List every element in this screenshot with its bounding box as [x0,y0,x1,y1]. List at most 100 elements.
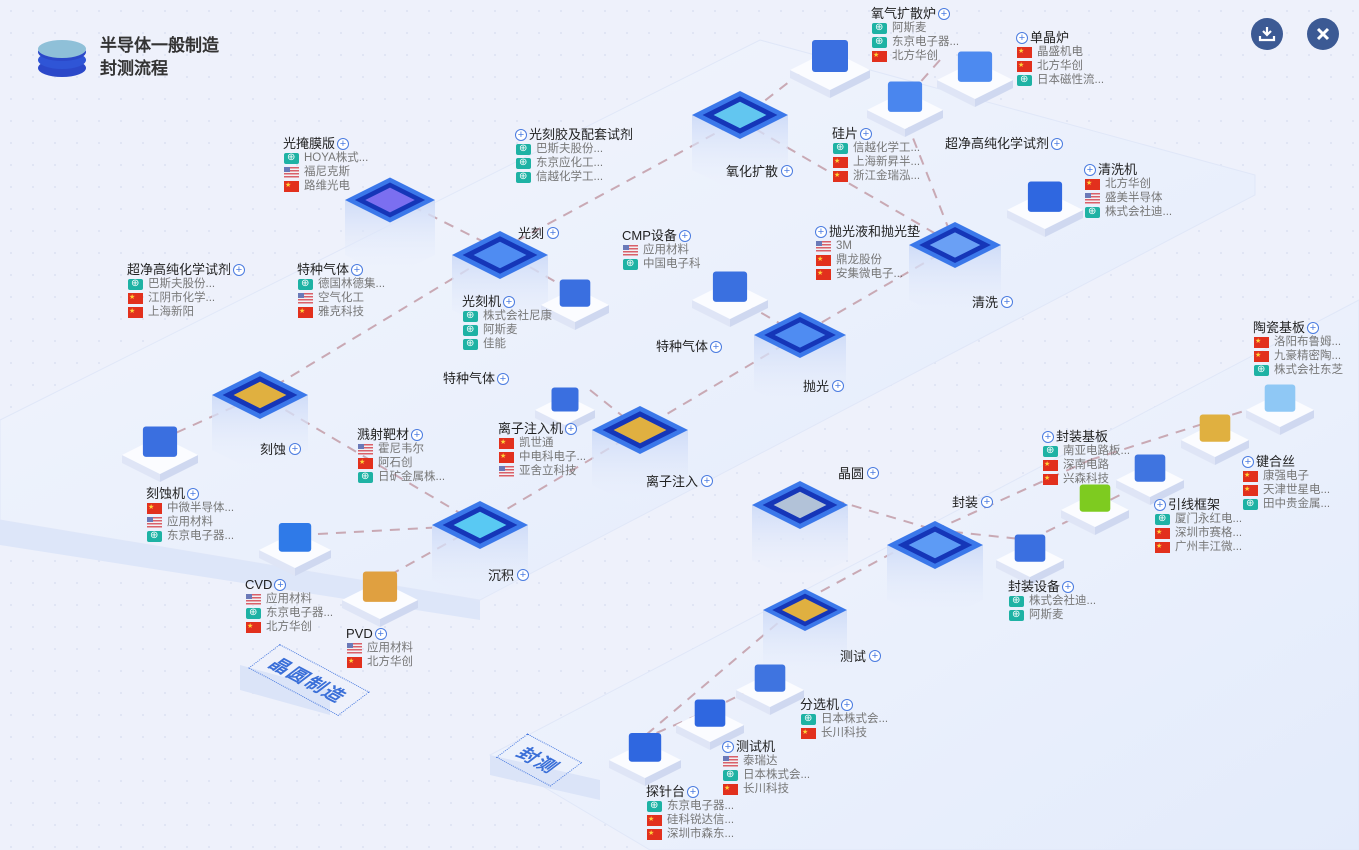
supplier-item[interactable]: 日本株式会... [723,768,810,782]
plus-circle-icon[interactable]: + [841,698,854,711]
supplier-item[interactable]: 东京电子器... [246,606,333,620]
supplier-item[interactable]: 九豪精密陶... [1254,349,1343,363]
plus-circle-icon[interactable]: + [722,740,734,753]
supplier-item[interactable]: 南亚电路板... [1043,444,1130,458]
process-cleaning[interactable]: 清洗+ [972,292,1014,311]
supplier-item[interactable]: 硅科锐达信... [647,813,734,827]
group-title[interactable]: 探针台+ [646,784,734,799]
supplier-item[interactable]: 东京电子器... [872,35,959,49]
supplier-item[interactable]: 阿石创 [358,456,445,470]
process-packaging[interactable]: 封装+ [952,492,994,511]
supplier-item[interactable]: 株式会社迪... [1085,205,1172,219]
supplier-item[interactable]: 中微半导体... [147,501,234,515]
plus-circle-icon[interactable]: + [1154,498,1166,511]
group-title[interactable]: 超净高纯化学试剂+ [945,136,1064,151]
download-button[interactable] [1251,18,1283,50]
plus-circle-icon[interactable]: + [374,627,387,640]
supplier-item[interactable]: 空气化工 [298,291,385,305]
supplier-item[interactable]: 上海新昇半... [833,155,920,169]
group-title[interactable]: 溅射靶材+ [357,427,445,442]
supplier-item[interactable]: 北方华创 [246,620,333,634]
group-title[interactable]: +单晶炉 [1016,30,1104,45]
plus-circle-icon[interactable]: + [687,785,700,798]
plus-circle-icon[interactable]: + [832,379,845,392]
supplier-item[interactable]: 北方华创 [1085,177,1172,191]
supplier-item[interactable]: 东京电子器... [147,529,234,543]
group-title[interactable]: +光刻胶及配套试剂 [515,127,633,142]
plus-circle-icon[interactable]: + [1062,580,1075,593]
supplier-item[interactable]: 上海新阳 [128,305,245,319]
supplier-item[interactable]: 亚舍立科技 [499,464,586,478]
supplier-item[interactable]: 信越化学工... [833,141,920,155]
plus-circle-icon[interactable]: + [497,372,510,385]
plus-circle-icon[interactable]: + [678,229,691,242]
supplier-item[interactable]: 日本磁性流... [1017,73,1104,87]
supplier-item[interactable]: 应用材料 [623,243,701,257]
group-title[interactable]: 硅片+ [832,126,920,141]
plus-circle-icon[interactable]: + [981,495,994,508]
group-title[interactable]: 超净高纯化学试剂+ [127,262,246,277]
group-title[interactable]: 封装设备+ [1008,579,1096,594]
plus-circle-icon[interactable]: + [938,7,951,20]
group-title[interactable]: 刻蚀机+ [146,486,234,501]
supplier-item[interactable]: 巴斯夫股份... [128,277,245,291]
plus-circle-icon[interactable]: + [411,428,424,441]
supplier-item[interactable]: 株式会社迪... [1009,594,1096,608]
plus-circle-icon[interactable]: + [547,226,560,239]
supplier-item[interactable]: 泰瑞达 [723,754,810,768]
group-title[interactable]: 陶瓷基板+ [1253,320,1343,335]
plus-circle-icon[interactable]: + [233,263,246,276]
group-title[interactable]: 光刻机+ [462,294,552,309]
plus-circle-icon[interactable]: + [565,422,578,435]
supplier-item[interactable]: 厦门永红电... [1155,512,1242,526]
supplier-item[interactable]: 信越化学工... [516,170,633,184]
group-title[interactable]: PVD+ [346,626,413,641]
process-ion-implant[interactable]: 离子注入+ [646,471,714,490]
group-title[interactable]: CMP设备+ [622,228,701,243]
supplier-item[interactable]: 安集微电子... [816,267,920,281]
supplier-item[interactable]: 盛美半导体 [1085,191,1172,205]
supplier-item[interactable]: 福尼克斯 [284,165,368,179]
group-title[interactable]: CVD+ [245,577,333,592]
group-title[interactable]: 特种气体+ [297,262,385,277]
group-title[interactable]: 特种气体+ [656,339,723,354]
supplier-item[interactable]: 浙江金瑞泓... [833,169,920,183]
supplier-item[interactable]: 株式会社尼康 [463,309,552,323]
supplier-item[interactable]: 广州丰江微... [1155,540,1242,554]
plus-circle-icon[interactable]: + [337,137,350,150]
supplier-item[interactable]: 康强电子 [1243,469,1330,483]
supplier-item[interactable]: 中国电子科 [623,257,701,271]
plus-circle-icon[interactable]: + [1084,163,1096,176]
plus-circle-icon[interactable]: + [1016,31,1028,44]
supplier-item[interactable]: 深圳市赛格... [1155,526,1242,540]
process-lithography[interactable]: 光刻+ [518,223,560,242]
supplier-item[interactable]: 凯世通 [499,436,586,450]
group-title[interactable]: 分选机+ [800,697,888,712]
plus-circle-icon[interactable]: + [289,442,302,455]
supplier-item[interactable]: 中电科电子... [499,450,586,464]
supplier-item[interactable]: 巴斯夫股份... [516,142,633,156]
plus-circle-icon[interactable]: + [869,649,882,662]
process-wafer[interactable]: 晶圆+ [838,463,880,482]
process-oxidation-diffusion[interactable]: 氧化扩散+ [726,161,794,180]
supplier-item[interactable]: 北方华创 [347,655,413,669]
plus-circle-icon[interactable]: + [867,466,880,479]
plus-circle-icon[interactable]: + [1307,321,1320,334]
plus-circle-icon[interactable]: + [1001,295,1014,308]
supplier-item[interactable]: 天津世星电... [1243,483,1330,497]
supplier-item[interactable]: 兴森科技 [1043,472,1130,486]
plus-circle-icon[interactable]: + [515,128,527,141]
supplier-item[interactable]: 株式会社东芝 [1254,363,1343,377]
plus-circle-icon[interactable]: + [517,568,530,581]
supplier-item[interactable]: 阿斯麦 [463,323,552,337]
group-title[interactable]: +封装基板 [1042,429,1130,444]
group-title[interactable]: +键合丝 [1242,454,1330,469]
process-testing[interactable]: 测试+ [840,646,882,665]
plus-circle-icon[interactable]: + [710,340,723,353]
plus-circle-icon[interactable]: + [503,295,516,308]
group-title[interactable]: 离子注入机+ [498,421,586,436]
supplier-item[interactable]: 阿斯麦 [872,21,959,35]
plus-circle-icon[interactable]: + [1051,137,1064,150]
group-title[interactable]: 氧气扩散炉+ [871,6,959,21]
process-etch[interactable]: 刻蚀+ [260,439,302,458]
